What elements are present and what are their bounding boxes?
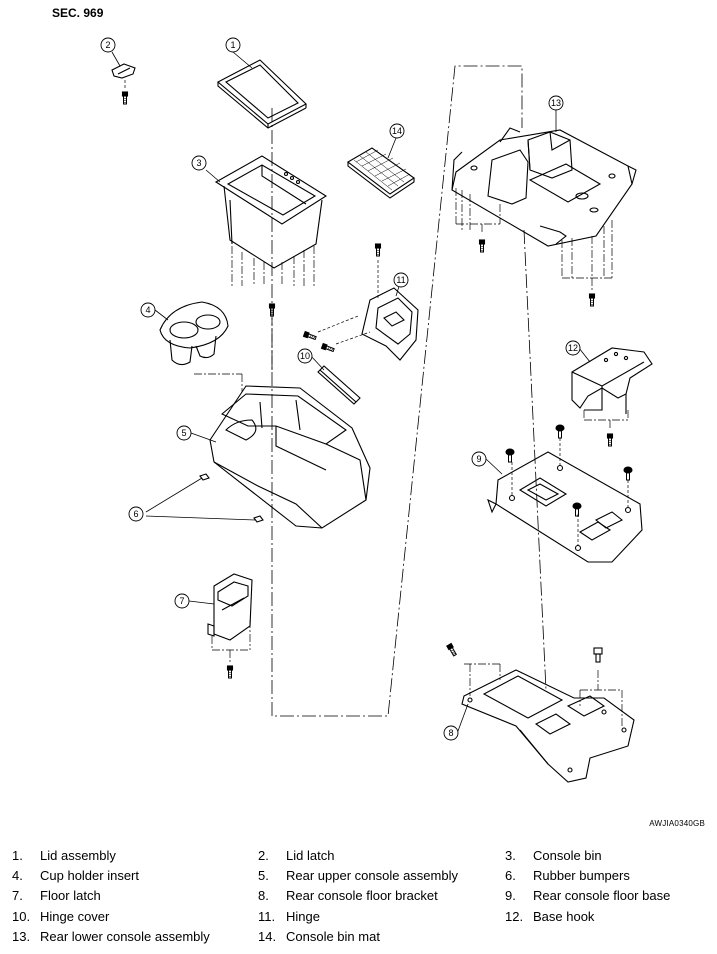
figure-code: AWJIA0340GB bbox=[649, 819, 705, 828]
legend-item: 12.Base hook bbox=[505, 909, 595, 924]
parts-legend: 1.Lid assembly 2.Lid latch 3.Console bin… bbox=[0, 838, 717, 954]
base-hook bbox=[571, 347, 653, 447]
callout-6: 6 bbox=[128, 506, 144, 522]
legend-item: 9.Rear console floor base bbox=[505, 888, 671, 903]
svg-text:6: 6 bbox=[133, 509, 138, 519]
svg-text:8: 8 bbox=[448, 728, 453, 738]
svg-text:12: 12 bbox=[568, 343, 578, 353]
svg-text:10: 10 bbox=[300, 351, 310, 361]
svg-text:13: 13 bbox=[551, 98, 561, 108]
legend-item: 10.Hinge cover bbox=[12, 909, 110, 924]
rear-upper-console-assembly bbox=[209, 385, 371, 529]
legend-item: 2.Lid latch bbox=[258, 848, 335, 863]
console-bin bbox=[214, 155, 328, 317]
callout-2: 2 bbox=[100, 37, 116, 53]
callout-9: 9 bbox=[471, 451, 487, 467]
rear-console-floor-bracket bbox=[461, 663, 635, 783]
section-label: SEC. 969 bbox=[52, 6, 104, 20]
lid-assembly bbox=[217, 59, 307, 129]
rear-console-floor-base bbox=[487, 438, 643, 563]
exploded-parts-diagram: 1 2 3 4 5 6 7 8 9 10 11 12 13 14 bbox=[100, 37, 653, 783]
floor-latch bbox=[207, 573, 253, 679]
callout-7: 7 bbox=[174, 593, 190, 609]
cup-holder-insert bbox=[159, 301, 243, 392]
svg-text:9: 9 bbox=[476, 454, 481, 464]
legend-item: 6.Rubber bumpers bbox=[505, 868, 630, 883]
callout-1: 1 bbox=[225, 37, 241, 53]
svg-text:14: 14 bbox=[392, 126, 402, 136]
svg-text:5: 5 bbox=[181, 428, 186, 438]
rear-lower-console-assembly bbox=[451, 127, 637, 307]
svg-text:11: 11 bbox=[396, 275, 405, 285]
callout-8: 8 bbox=[443, 725, 459, 741]
callout-markers: 1 2 3 4 5 6 7 8 9 10 11 12 13 14 bbox=[100, 37, 581, 741]
legend-item: 3.Console bin bbox=[505, 848, 602, 863]
legend-item: 11.Hinge bbox=[258, 909, 320, 924]
legend-item: 4.Cup holder insert bbox=[12, 868, 139, 883]
svg-text:4: 4 bbox=[145, 305, 150, 315]
svg-text:1: 1 bbox=[230, 40, 235, 50]
callout-4: 4 bbox=[140, 302, 156, 318]
legend-item: 1.Lid assembly bbox=[12, 848, 116, 863]
rubber-bumpers bbox=[199, 473, 264, 523]
legend-item: 14.Console bin mat bbox=[258, 929, 380, 944]
console-bin-mat bbox=[347, 147, 415, 199]
callout-10: 10 bbox=[297, 348, 313, 364]
legend-item: 5.Rear upper console assembly bbox=[258, 868, 458, 883]
hinge-cover bbox=[317, 365, 361, 405]
callout-11: 11 bbox=[393, 272, 409, 288]
callout-3: 3 bbox=[191, 155, 207, 171]
callout-13: 13 bbox=[548, 95, 564, 111]
svg-text:3: 3 bbox=[196, 158, 201, 168]
callout-5: 5 bbox=[176, 425, 192, 441]
lid-latch bbox=[111, 63, 136, 105]
callout-12: 12 bbox=[565, 340, 581, 356]
legend-item: 13.Rear lower console assembly bbox=[12, 929, 210, 944]
hinge bbox=[302, 243, 419, 361]
callout-14: 14 bbox=[389, 123, 405, 139]
svg-text:7: 7 bbox=[179, 596, 184, 606]
legend-item: 8.Rear console floor bracket bbox=[258, 888, 438, 903]
svg-text:2: 2 bbox=[105, 40, 110, 50]
legend-item: 7.Floor latch bbox=[12, 888, 101, 903]
